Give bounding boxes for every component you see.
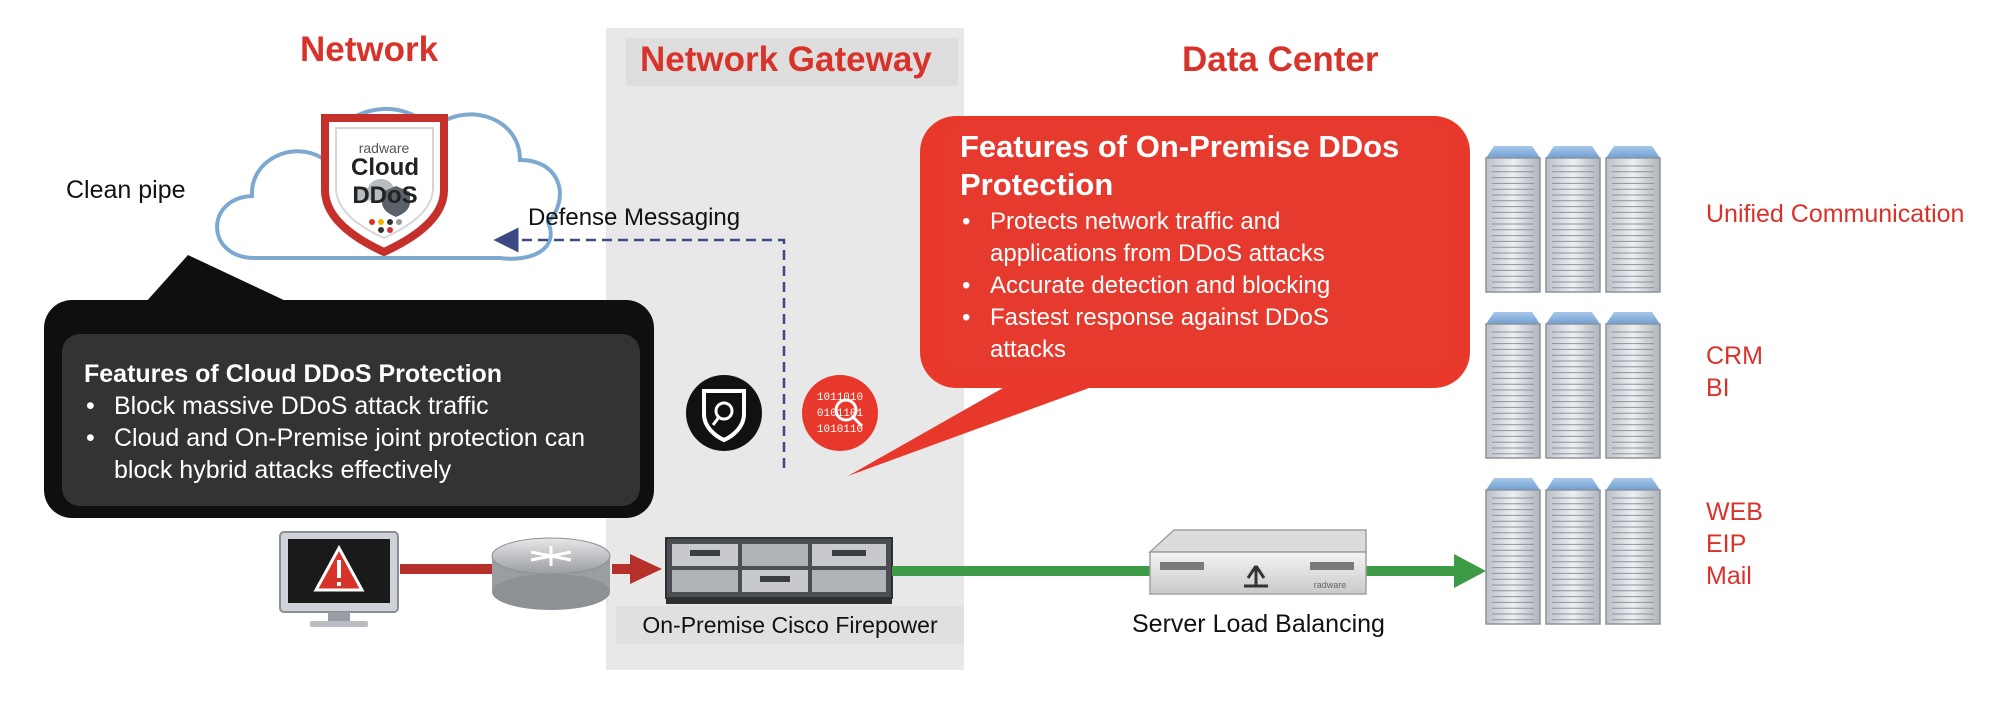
cloud-brand: radware — [358, 140, 410, 156]
server-rack-icon — [1605, 312, 1661, 459]
server-group-line: CRM — [1706, 342, 1763, 370]
server-rack-icon — [1605, 146, 1661, 293]
clean-traffic-arrow-head — [1454, 554, 1486, 588]
cloud-ddos-shield-icon — [321, 114, 448, 257]
server-group-line: Mail — [1706, 562, 1752, 590]
attack-arrow-1 — [400, 564, 496, 574]
server-group-line: EIP — [1706, 530, 1747, 558]
attack-arrow-2-head — [630, 554, 662, 584]
server-rack-icon — [1485, 478, 1541, 625]
load-balancer-brand: radware — [1314, 580, 1347, 590]
server-rack-icon — [1545, 312, 1601, 459]
firepower-appliance-icon — [665, 537, 893, 604]
load-balancer-icon — [1148, 529, 1367, 595]
server-group-label-1: Unified Communication — [1706, 198, 1964, 230]
server-group-label-3: WEB EIP Mail — [1706, 496, 1763, 592]
cloud-features-list: Block massive DDoS attack traffic Cloud … — [84, 390, 644, 486]
server-group-line: BI — [1706, 374, 1730, 402]
binary-row-3: 1010110 — [817, 424, 863, 436]
cloud-product: Cloud DDoS — [351, 154, 419, 209]
clean-pipe-label: Clean pipe — [66, 176, 186, 204]
server-racks — [1485, 146, 1661, 625]
server-rack-icon — [1545, 146, 1601, 293]
onprem-feature-item: Fastest response against DDoS attacks — [960, 302, 1410, 366]
attack-arrow-2 — [612, 564, 634, 574]
server-group-line: WEB — [1706, 498, 1763, 526]
server-rack-icon — [1485, 146, 1541, 293]
server-rack-icon — [1545, 478, 1601, 625]
defense-messaging-label: Defense Messaging — [528, 204, 741, 231]
cloud-feature-item: Block massive DDoS attack traffic — [84, 390, 644, 422]
onprem-feature-item: Protects network traffic and application… — [960, 206, 1370, 270]
load-balancing-label: Server Load Balancing — [1132, 610, 1385, 638]
cloud-features-title: Features of Cloud DDoS Protection — [84, 360, 503, 388]
onprem-features-box: Features of On-Premise DDos Protection P… — [960, 128, 1440, 366]
onprem-features-title: Features of On-Premise DDos Protection — [960, 129, 1400, 202]
firepower-label: On-Premise Cisco Firepower — [616, 606, 964, 644]
section-title-datacenter: Data Center — [1182, 40, 1379, 79]
server-group-line: Unified Communication — [1706, 200, 1965, 228]
security-shield-icon — [686, 375, 762, 451]
clean-traffic-line-2 — [1364, 566, 1458, 576]
cloud-features-box: Features of Cloud DDoS Protection Block … — [84, 358, 644, 486]
binary-analysis-icon: 1011010 0101101 1010110 — [802, 375, 878, 451]
gateway-title-box — [626, 38, 958, 86]
onprem-feature-item: Accurate detection and blocking — [960, 270, 1440, 302]
server-rack-icon — [1485, 312, 1541, 459]
clean-traffic-line-1 — [892, 566, 1156, 576]
defense-messaging-path — [493, 227, 786, 468]
cloud-feature-item: Cloud and On-Premise joint protection ca… — [84, 422, 614, 486]
server-rack-icon — [1605, 478, 1661, 625]
server-group-label-2: CRM BI — [1706, 340, 1763, 404]
onprem-features-list: Protects network traffic and application… — [960, 206, 1440, 366]
router-icon — [491, 537, 611, 610]
section-title-network: Network — [300, 30, 439, 69]
alert-monitor-icon — [279, 531, 399, 627]
section-title-gateway: Network Gateway — [640, 40, 932, 79]
